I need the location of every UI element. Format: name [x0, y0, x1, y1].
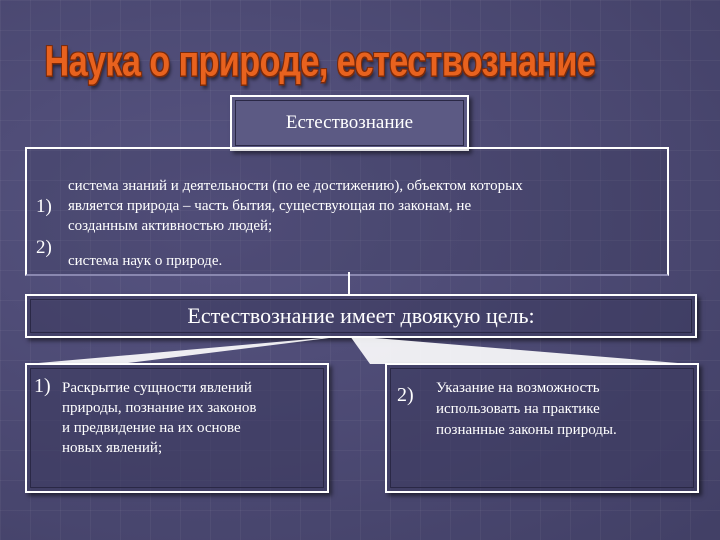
definition-line-1-2: является природа – часть бытия, существу… — [68, 198, 472, 214]
definition-line-1-1: система знаний и деятельности (по ее дос… — [68, 178, 523, 194]
purpose-box-2-inner — [390, 368, 694, 488]
left-branch — [27, 336, 345, 364]
slide-title: Наука о природе, естествознание — [44, 38, 596, 86]
purpose-box-1 — [25, 363, 329, 493]
branch-connectors — [27, 336, 690, 364]
purpose-2-line-2: использовать на практике — [436, 401, 600, 417]
purpose-box-1-inner — [30, 368, 324, 488]
purpose-1-line-3: и предвидение на их основе — [62, 420, 241, 436]
right-branch — [350, 336, 690, 364]
definition-number-2: 2) — [36, 237, 52, 258]
definitions-frame — [25, 147, 669, 276]
purpose-2-line-1: Указание на возможность — [436, 380, 600, 396]
purpose-2-line-3: познанные законы природы. — [436, 422, 617, 438]
goal-box: Естествознание имеет двоякую цель: — [25, 294, 697, 338]
purpose-number-2: 2) — [397, 384, 414, 406]
term-label: Естествознание — [235, 100, 464, 146]
definition-line-1-3: созданным активностью людей; — [68, 218, 273, 234]
goal-heading: Естествознание имеет двоякую цель: — [30, 299, 692, 333]
purpose-box-2 — [385, 363, 699, 493]
term-box: Естествознание — [230, 95, 469, 151]
purpose-1-line-4: новых явлений; — [62, 440, 163, 456]
definition-line-2-1: система наук о природе. — [68, 253, 223, 269]
purpose-1-line-2: природы, познание их законов — [62, 400, 257, 416]
connector-line — [348, 272, 350, 294]
purpose-number-1: 1) — [34, 375, 51, 397]
definition-number-1: 1) — [36, 196, 52, 217]
purpose-1-line-1: Раскрытие сущности явлений — [62, 380, 252, 396]
